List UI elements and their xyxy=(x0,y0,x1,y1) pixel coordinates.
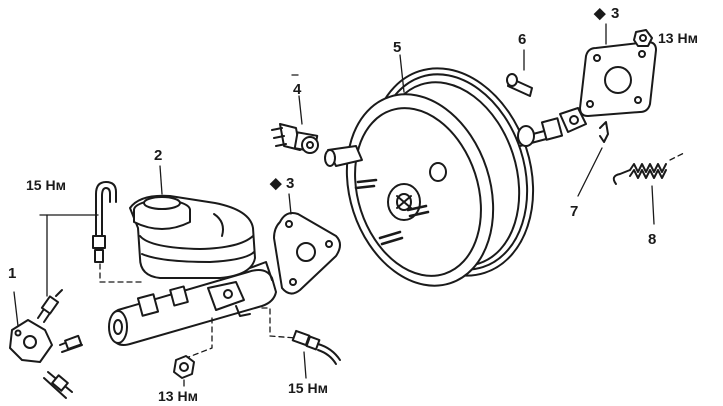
brake-line-pipe xyxy=(92,181,146,283)
part-2-reservoir xyxy=(129,194,256,279)
part-8-return-spring xyxy=(612,151,687,225)
part-1-fittings xyxy=(37,289,83,399)
master-cylinder-leaders xyxy=(185,307,297,359)
label-part-7: 7 xyxy=(570,203,578,220)
bottom-brake-pipe-fitting xyxy=(291,329,341,365)
label-part-3-left-number: 3 xyxy=(286,175,294,192)
part-2-master-cylinder xyxy=(108,261,277,346)
label-part-1: 1 xyxy=(8,265,16,282)
part-5-vacuum-booster xyxy=(324,54,587,287)
top-nut xyxy=(633,29,653,47)
left-torque-bracket xyxy=(39,214,99,297)
bottom-nut xyxy=(173,355,195,379)
diamond-symbol-right: ◆ xyxy=(593,5,606,22)
leader-part-2 xyxy=(159,165,163,195)
part-4-check-valve xyxy=(271,74,319,154)
part-6-clevis-pin xyxy=(506,49,533,97)
torque-bottom-nut: 13 Нм xyxy=(158,388,198,404)
torque-left-pipe: 15 Нм xyxy=(26,177,66,193)
diamond-symbol-left: ◆ xyxy=(269,175,282,192)
torque-bottom-pipe: 15 Нм xyxy=(288,380,328,396)
label-part-3-left: ◆ 3 xyxy=(269,175,294,215)
label-part-4: 4 xyxy=(293,81,302,98)
part-3-left-gasket xyxy=(273,212,341,295)
label-part-5: 5 xyxy=(393,39,401,56)
part-1-valve-body xyxy=(9,291,53,363)
label-part-3-right-number: 3 xyxy=(611,5,619,22)
label-part-6: 6 xyxy=(518,31,526,48)
label-part-2: 2 xyxy=(154,147,162,164)
part-7-clip xyxy=(577,121,609,197)
part-3-right-gasket xyxy=(579,23,657,117)
label-part-8: 8 xyxy=(648,231,656,248)
torque-top-nut: 13 Нм xyxy=(658,30,698,46)
label-part-3-right: ◆ 3 xyxy=(593,5,619,22)
